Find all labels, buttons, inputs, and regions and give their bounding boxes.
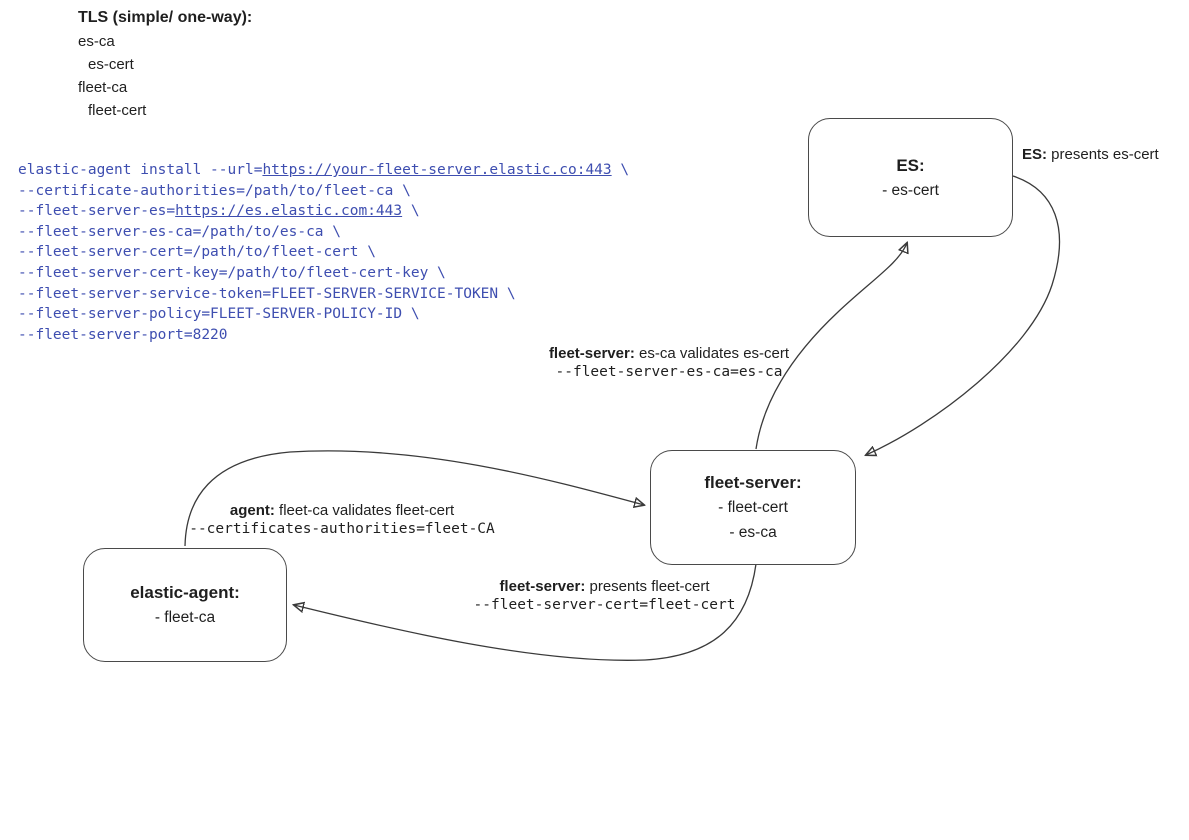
label-agent-validates: agent: fleet-ca validates fleet-cert --c… <box>186 501 498 539</box>
node-es-item: - es-cert <box>882 181 939 199</box>
tls-legend-item: es-ca <box>78 33 115 50</box>
tls-legend-item: fleet-cert <box>88 102 147 119</box>
node-es-title: ES: <box>896 155 925 175</box>
label-fleet-server-validates: fleet-server: es-ca validates es-cert --… <box>540 344 798 382</box>
node-fleet-server: fleet-server: - fleet-cert - es-ca <box>650 450 856 565</box>
node-es: ES: - es-cert <box>808 118 1013 237</box>
tls-legend: TLS (simple/ one-way): es-ca es-cert fleet… <box>78 6 252 122</box>
node-fleet-server-item: - es-ca <box>729 524 777 541</box>
command-url-link[interactable]: https://your-fleet-server.elastic.co:443 <box>262 162 612 178</box>
command-line: --certificate-authorities=/path/to/fleet… <box>18 182 411 199</box>
command-line: --fleet-server-cert-key=/path/to/fleet-c… <box>18 264 446 281</box>
tls-legend-item: es-cert <box>88 56 134 73</box>
label-fleet-server-validates-flag: --fleet-server-es-ca=es-ca <box>555 364 783 380</box>
label-fleet-server-presents: fleet-server: presents fleet-cert --flee… <box>462 577 747 615</box>
command-line: --fleet-server-service-token=FLEET-SERVE… <box>18 285 516 302</box>
command-line: elastic-agent install --url=https://your… <box>18 162 630 178</box>
command-line: --fleet-server-es=https://es.elastic.com… <box>18 203 420 220</box>
node-elastic-agent-item: - fleet-ca <box>154 609 216 626</box>
label-agent-validates-flag: --certificates-authorities=fleet-CA <box>189 521 495 537</box>
command-url-link[interactable]: https://es.elastic.com:443 <box>175 203 403 220</box>
tls-legend-item: fleet-ca <box>78 79 128 96</box>
label-fleet-server-presents-flag: --fleet-server-cert=fleet-cert <box>473 597 736 613</box>
label-es-presents-cert: ES: presents es-cert <box>1022 146 1159 163</box>
elastic-agent-install-command: elastic-agent install --url=https://your… <box>18 160 629 345</box>
node-fleet-server-item: - fleet-cert <box>718 499 788 516</box>
tls-legend-title: TLS (simple/ one-way): <box>78 9 253 26</box>
node-fleet-server-title: fleet-server: <box>704 473 802 492</box>
command-line: --fleet-server-es-ca=/path/to/es-ca \ <box>18 223 342 240</box>
command-line: --fleet-server-policy=FLEET-SERVER-POLIC… <box>18 306 420 323</box>
node-elastic-agent-title: elastic-agent: <box>130 583 240 602</box>
node-elastic-agent: elastic-agent: - fleet-ca <box>83 548 287 662</box>
command-line: --fleet-server-port=8220 <box>18 326 228 343</box>
command-line: --fleet-server-cert=/path/to/fleet-cert … <box>18 244 376 261</box>
tls-legend-items: es-ca es-cert fleet-ca fleet-cert <box>78 30 252 122</box>
